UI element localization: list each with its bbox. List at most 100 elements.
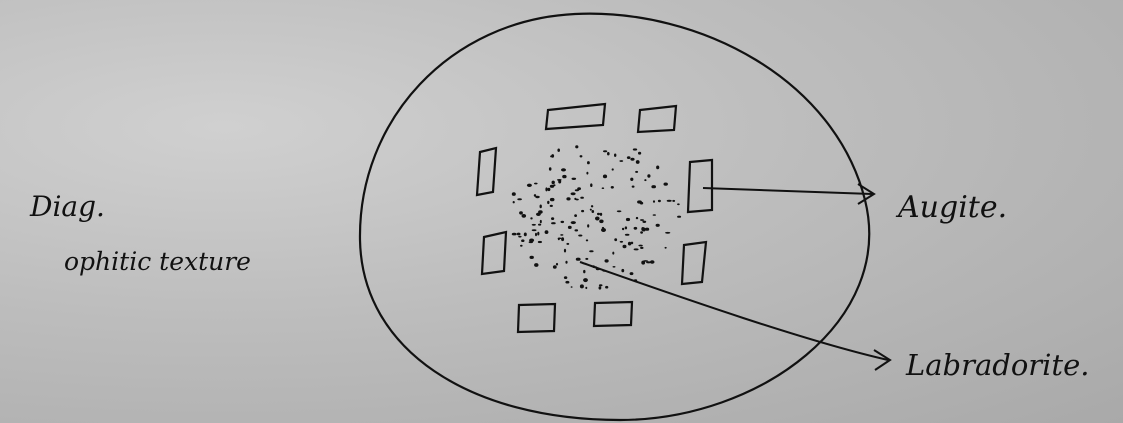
labradorite-grain <box>677 203 680 205</box>
labradorite-grain <box>607 152 610 155</box>
labradorite-grain <box>583 270 585 273</box>
labradorite-grain <box>519 211 523 214</box>
labradorite-grain <box>640 247 643 249</box>
labradorite-grain <box>534 263 538 267</box>
labradorite-grain <box>633 148 637 150</box>
labradorite-grain <box>599 284 603 286</box>
labradorite-grain <box>512 233 517 236</box>
labradorite-grain <box>621 269 624 272</box>
labradorite-grain <box>638 245 642 247</box>
labradorite-grain <box>540 205 542 209</box>
labradorite-grain <box>572 178 577 180</box>
labradorite-grain <box>583 278 588 282</box>
labradorite-grain <box>665 247 667 249</box>
augite-arrow <box>703 184 874 204</box>
labradorite-grain <box>530 256 534 259</box>
labradorite-grain <box>571 192 576 195</box>
labradorite-grain <box>562 175 566 178</box>
labradorite-grain <box>590 209 592 211</box>
augite-laths <box>477 104 712 332</box>
labradorite-grain <box>560 234 563 236</box>
labradorite-grain <box>580 197 584 199</box>
labradorite-grain <box>545 230 549 234</box>
labradorite-grain <box>640 231 643 233</box>
labradorite-grain <box>623 245 627 248</box>
labradorite-grain <box>535 196 539 198</box>
labradorite-grain <box>550 198 555 201</box>
labradorite-grain <box>586 239 588 241</box>
augite-lath <box>546 104 605 129</box>
labradorite-grain <box>645 228 649 231</box>
labradorite-grain <box>561 221 565 223</box>
labradorite-grain <box>538 224 541 226</box>
labradorite-grain <box>597 213 600 215</box>
labradorite-grain <box>585 287 587 289</box>
labradorite-grain <box>613 266 616 268</box>
labradorite-grain <box>571 286 573 288</box>
labradorite-grain <box>658 200 661 202</box>
augite-lath <box>518 304 555 332</box>
augite-lath <box>682 242 706 284</box>
labradorite-grain <box>592 210 595 213</box>
labradorite-grain <box>665 232 670 234</box>
labradorite-grain <box>611 186 614 189</box>
labradorite-grain <box>650 260 655 264</box>
labradorite-grain <box>641 261 645 265</box>
augite-lath <box>482 232 506 274</box>
labradorite-grain <box>566 243 569 245</box>
labradorite-grain <box>630 158 634 161</box>
labradorite-grain <box>535 233 537 236</box>
labradorite-grain <box>599 220 603 224</box>
labradorite-grain <box>568 226 572 229</box>
labradorite-grain <box>571 221 576 224</box>
labradorite-grain <box>564 249 566 253</box>
labradorite-grain <box>585 258 588 260</box>
labradorite-grain <box>518 236 521 238</box>
labradorite-grain <box>513 201 515 203</box>
labradorite-grain <box>551 222 556 224</box>
labradorite-grain <box>566 197 570 200</box>
labradorite-grain <box>632 186 635 188</box>
labradorite-grain <box>580 284 584 288</box>
labradorite-grain <box>602 227 604 229</box>
labradorite-grain <box>651 185 656 188</box>
labradorite-grain <box>540 220 542 223</box>
labradorite-grain <box>677 216 681 218</box>
labradorite-grain <box>545 187 547 191</box>
labradorite-grain <box>578 235 582 237</box>
labradorite-grain <box>636 217 638 219</box>
labradorite-grain <box>587 224 589 227</box>
labradorite-grain <box>667 200 672 202</box>
labradorite-grain <box>529 241 533 243</box>
labradorite-grain <box>636 160 640 164</box>
labradorite-grain <box>576 258 581 261</box>
labradorite-grain <box>617 210 622 212</box>
labradorite-grain <box>634 248 639 250</box>
labradorite-grain <box>517 233 521 236</box>
labradorite-grain <box>620 241 623 243</box>
labradorite-grain <box>656 224 660 227</box>
labradorite-grain <box>550 205 553 207</box>
labradorite-grain <box>530 217 532 219</box>
labradorite-grain <box>553 265 557 269</box>
augite-lath <box>688 160 712 212</box>
labradorite-grain <box>622 228 624 230</box>
labradorite-grain <box>664 183 668 186</box>
labradorite-grain <box>524 233 527 237</box>
labradorite-grain <box>520 245 523 247</box>
labradorite-grain <box>575 145 578 148</box>
labradorite-grain <box>575 229 579 231</box>
labradorite-grain <box>637 200 642 203</box>
labradorite-grain <box>603 150 607 152</box>
labradorite-grain <box>634 227 638 230</box>
labradorite-grain <box>534 183 538 185</box>
labradorite-grain <box>653 214 656 216</box>
labradorite-grain <box>521 239 524 242</box>
labradorite-grain <box>553 184 555 186</box>
labradorite-grain <box>587 161 590 164</box>
labradorite-grain <box>605 286 608 289</box>
labradorite-grain <box>625 226 627 229</box>
labradorite-grain <box>612 168 614 170</box>
labradorite-grain <box>653 200 655 203</box>
labradorite-grain <box>537 232 539 236</box>
